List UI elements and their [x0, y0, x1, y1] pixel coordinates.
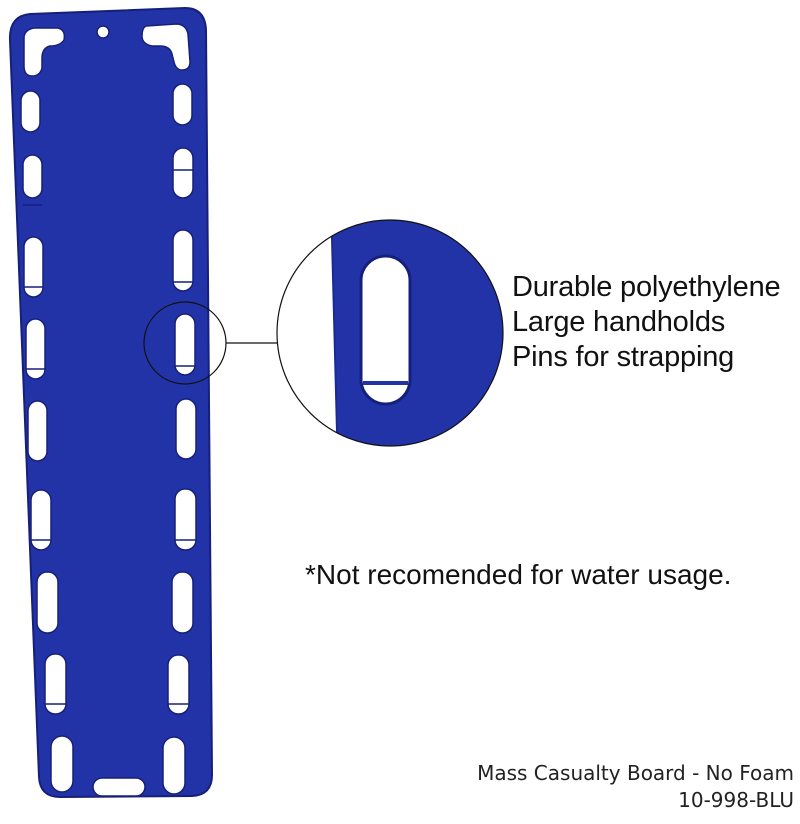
product-name: Mass Casualty Board - No Foam: [477, 761, 794, 785]
water-usage-note: *Not recomended for water usage.: [305, 559, 732, 590]
product-caption: Mass Casualty Board - No Foam 10-998-BLU: [477, 760, 794, 814]
right-handholds: [162, 83, 197, 795]
handhold-magnifier: [276, 219, 504, 447]
left-handholds: [20, 90, 74, 793]
product-sku: 10-998-BLU: [678, 788, 794, 812]
board-body: [8, 6, 214, 799]
feature-list: Durable polyethylene Large handholds Pin…: [512, 270, 781, 375]
feature-pins: Pins for strapping: [512, 341, 735, 373]
feature-durable: Durable polyethylene: [512, 271, 781, 303]
feature-handholds: Large handholds: [512, 306, 726, 338]
